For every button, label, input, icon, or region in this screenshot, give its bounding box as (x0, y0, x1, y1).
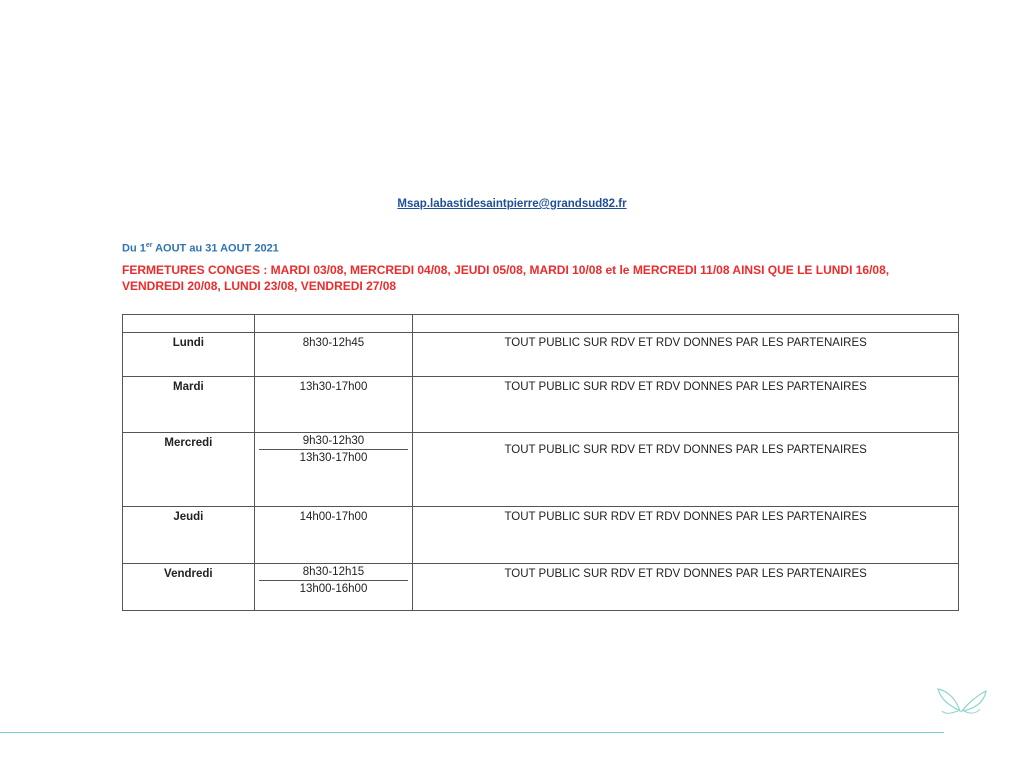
desc-cell: TOUT PUBLIC SUR RDV ET RDV DONNES PAR LE… (412, 563, 959, 611)
period-heading: Du 1er AOUT au 31 AOUT 2021 (122, 242, 279, 255)
desc-cell: TOUT PUBLIC SUR RDV ET RDV DONNES PAR LE… (412, 506, 959, 564)
footer-divider (0, 732, 944, 733)
period-superscript: er (145, 242, 153, 249)
day-cell: Vendredi (122, 563, 255, 611)
day-cell: Mardi (122, 376, 255, 433)
hours-cell: 8h30-12h15 13h00-16h00 (253, 563, 414, 611)
table-header-row (122, 314, 959, 333)
table-row: Lundi 8h30-12h45 TOUT PUBLIC SUR RDV ET … (122, 332, 959, 377)
schedule-table: Lundi 8h30-12h45 TOUT PUBLIC SUR RDV ET … (122, 314, 959, 611)
header-cell-hours (253, 314, 414, 333)
period-prefix: Du 1 (122, 242, 146, 255)
contact-email-link[interactable]: Msap.labastidesaintpierre@grandsud82.fr (397, 198, 627, 210)
period-suffix: AOUT au 31 AOUT 2021 (152, 242, 279, 255)
day-cell: Mercredi (122, 432, 255, 507)
hours-afternoon: 13h30-17h00 (299, 452, 368, 464)
hours-afternoon: 13h00-16h00 (299, 583, 368, 595)
header-cell-desc (412, 314, 959, 333)
hours-cell: 9h30-12h30 13h30-17h00 (253, 432, 414, 507)
day-cell: Jeudi (122, 506, 255, 564)
header-cell-day (122, 314, 255, 333)
table-row: Jeudi 14h00-17h00 TOUT PUBLIC SUR RDV ET… (122, 506, 959, 564)
day-cell: Lundi (122, 332, 255, 377)
desc-cell: TOUT PUBLIC SUR RDV ET RDV DONNES PAR LE… (412, 332, 959, 377)
desc-cell: TOUT PUBLIC SUR RDV ET RDV DONNES PAR LE… (412, 432, 959, 507)
hours-morning: 8h30-12h15 (258, 566, 409, 581)
hours-cell: 8h30-12h45 (253, 332, 414, 377)
table-row: Vendredi 8h30-12h15 13h00-16h00 TOUT PUB… (122, 563, 959, 611)
table-row: Mardi 13h30-17h00 TOUT PUBLIC SUR RDV ET… (122, 376, 959, 433)
table-row: Mercredi 9h30-12h30 13h30-17h00 TOUT PUB… (122, 432, 959, 507)
hours-cell: 13h30-17h00 (253, 376, 414, 433)
closures-notice: FERMETURES CONGES : MARDI 03/08, MERCRED… (122, 263, 890, 293)
desc-cell: TOUT PUBLIC SUR RDV ET RDV DONNES PAR LE… (412, 376, 959, 433)
hours-morning: 9h30-12h30 (258, 435, 409, 450)
butterfly-logo-icon (937, 688, 987, 714)
hours-cell: 14h00-17h00 (253, 506, 414, 564)
